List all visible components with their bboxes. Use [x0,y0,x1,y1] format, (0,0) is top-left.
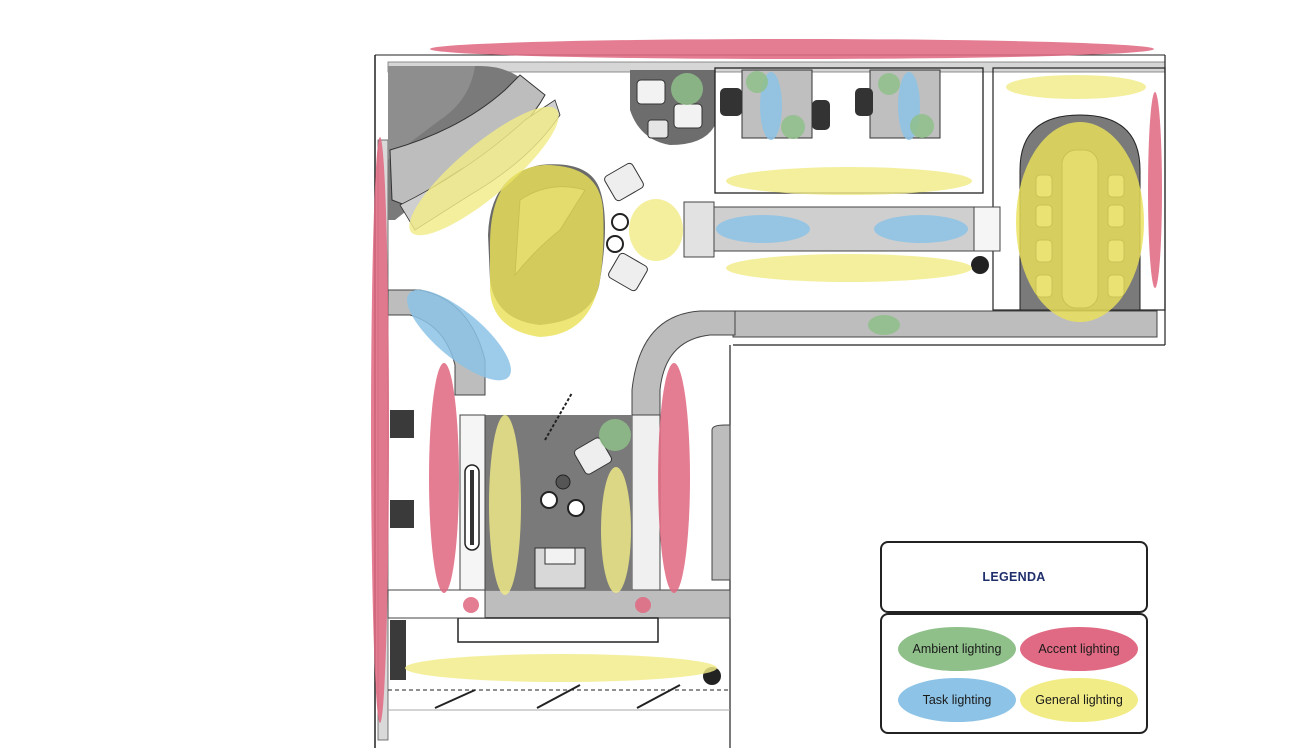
legend-item-task: Task lighting [898,678,1016,722]
legend-label-general: General lighting [1035,693,1123,707]
legend: LEGENDA Ambient lighting Accent lighting… [880,541,1148,734]
legend-items: Ambient lighting Accent lighting Task li… [880,613,1148,734]
accent-lighting-zones [371,39,1162,723]
legend-title-box: LEGENDA [880,541,1148,613]
legend-item-accent: Accent lighting [1020,627,1138,671]
legend-label-task: Task lighting [922,693,992,707]
ambient-lighting-zones [599,71,934,451]
general-lighting-zones [405,75,1146,682]
task-lighting-zones [407,72,968,381]
legend-item-general: General lighting [1020,678,1138,722]
legend-label-ambient: Ambient lighting [912,642,1002,656]
legend-item-ambient: Ambient lighting [898,627,1016,671]
legend-label-accent: Accent lighting [1038,642,1120,656]
legend-title: LEGENDA [982,570,1046,584]
